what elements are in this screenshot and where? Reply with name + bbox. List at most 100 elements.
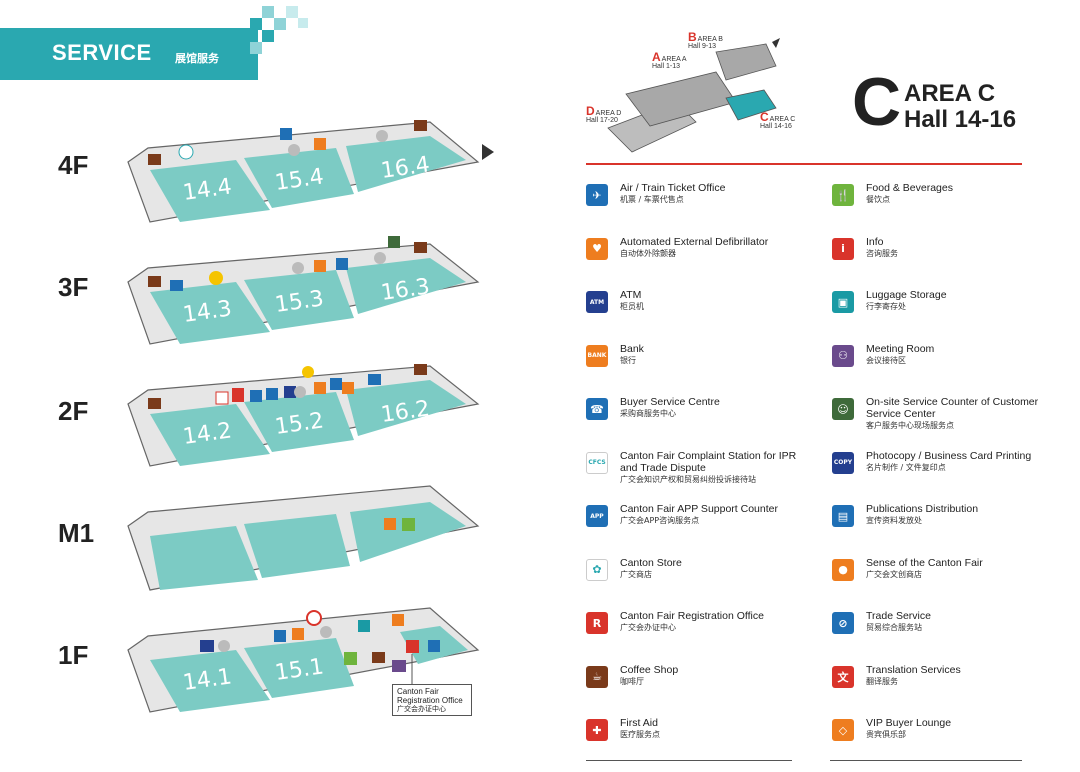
legend-label-en: Food & Beverages [866, 182, 953, 194]
legend-label-cn: 翻译服务 [866, 676, 898, 686]
food-icon [344, 652, 357, 665]
legend-label-cn: 广交会知识产权和贸易纠纷投诉接待站 [620, 474, 756, 484]
first-aid-icon: ✚ [586, 719, 608, 741]
hall-label: 16.3 [379, 274, 431, 306]
meeting-icon: ⚇ [832, 344, 854, 367]
decor-square [250, 18, 262, 30]
legend-label-cn: 广交商店 [620, 569, 652, 579]
bank-icon [292, 628, 304, 640]
area-overview-map [607, 38, 780, 153]
copy-icon: COPY [832, 451, 854, 474]
legend-label-en: Air / Train Ticket Office [620, 182, 726, 194]
legend-label-en: Canton Fair Registration Office [620, 610, 764, 622]
hall-block [244, 270, 354, 330]
hall-block [244, 638, 354, 698]
coffee-icon [414, 120, 427, 131]
canton-store-icon: ✿ [586, 558, 608, 581]
legend-label-cn: 餐饮点 [866, 195, 890, 204]
decor-square [250, 42, 262, 54]
legend-label-cn: 银行 [620, 355, 636, 365]
decor-square [286, 6, 298, 18]
area-c-block [725, 89, 777, 121]
buyer-service-icon [428, 640, 440, 652]
legend-label-en: Photocopy / Business Card Printing [866, 449, 1032, 462]
header-subtitle: 展馆服务 [175, 52, 219, 65]
decor-square [262, 30, 274, 42]
hall-block [244, 148, 354, 208]
publications-icon [266, 388, 278, 400]
legend-label-en: Trade Service [866, 610, 931, 622]
vip-icon: ◇ [832, 719, 854, 741]
defibrillator-icon [384, 518, 396, 530]
coffee-icon [372, 652, 385, 663]
defibrillator-icon [314, 260, 326, 272]
canton-store-icon [320, 626, 332, 638]
coffee-icon [148, 398, 161, 409]
hall-block [346, 380, 466, 436]
legend-label-cn: 机票 / 车票代售点 [620, 195, 684, 204]
legend-label-cn: 柜员机 [620, 302, 644, 311]
floor-label-1f: 1F [58, 640, 89, 670]
floor-1f: 14.1 15.1 [127, 607, 480, 713]
coffee-icon: ☕ [586, 665, 608, 688]
legend-label-en: Publications Distribution [866, 503, 979, 515]
floor-4f: 14.4 15.4 16.4 [127, 120, 494, 223]
customer-service-icon: ☺ [832, 398, 854, 420]
floor-2f: 14.2 15.2 16.2 [127, 364, 480, 467]
hall-label: 16.4 [379, 152, 431, 184]
food-icon [402, 518, 415, 531]
bank-icon [342, 382, 354, 394]
legend-label-cn: 行李寄存处 [866, 302, 906, 311]
first-aid-icon [306, 610, 322, 626]
divider-rule [586, 163, 1022, 165]
legend-label-en: Buyer Service Centre [620, 396, 720, 408]
floor-label-4f: 4F [58, 150, 89, 180]
plane-train-icon: ✈ [586, 184, 608, 206]
legend-label-cn: 广交会办证中心 [620, 623, 676, 632]
floor-m1 [127, 485, 480, 591]
defibrillator-icon: ♥ [586, 237, 608, 260]
decor-square [298, 18, 308, 28]
hall-block [150, 650, 270, 712]
legend-label-en: Luggage Storage [866, 289, 947, 301]
legend-label-cn: 咖啡厅 [620, 676, 644, 686]
legend-label-en: ATM [620, 289, 642, 301]
north-arrow-icon [772, 38, 780, 48]
coffee-icon [414, 242, 427, 253]
legend-label: Canton Fair Complaint Station for IPR an… [620, 450, 810, 485]
translation-icon: 文 [832, 665, 854, 688]
canton-store-icon [374, 252, 386, 264]
bank-icon: BANK [586, 344, 608, 367]
defibrillator-icon [314, 382, 326, 394]
canton-store-icon [288, 144, 300, 156]
legend-label-en: Meeting Room [866, 342, 935, 355]
hall-block [346, 258, 466, 314]
legend-label-cn: 贸易综合服务站 [866, 623, 922, 632]
legend-label-cn: 咨询服务 [866, 248, 898, 258]
legend-label-en: On-site Service Counter of Customer Serv… [866, 396, 1039, 420]
buyer-service-icon: ☎ [586, 398, 608, 420]
floor-plans-map: 14.4 15.4 16.4 14.3 15.3 16.3 14. [127, 120, 494, 713]
legend-item: ☺ On-site Service Counter of Customer Ser… [832, 396, 1062, 440]
decor-square [262, 6, 274, 18]
defibrillator-icon [392, 614, 404, 626]
legend-label: On-site Service Counter of Customer Serv… [866, 396, 1056, 431]
meeting-icon [392, 660, 406, 672]
registration-callout: Canton Fair Registration Office 广交会办证中心 [392, 684, 472, 716]
